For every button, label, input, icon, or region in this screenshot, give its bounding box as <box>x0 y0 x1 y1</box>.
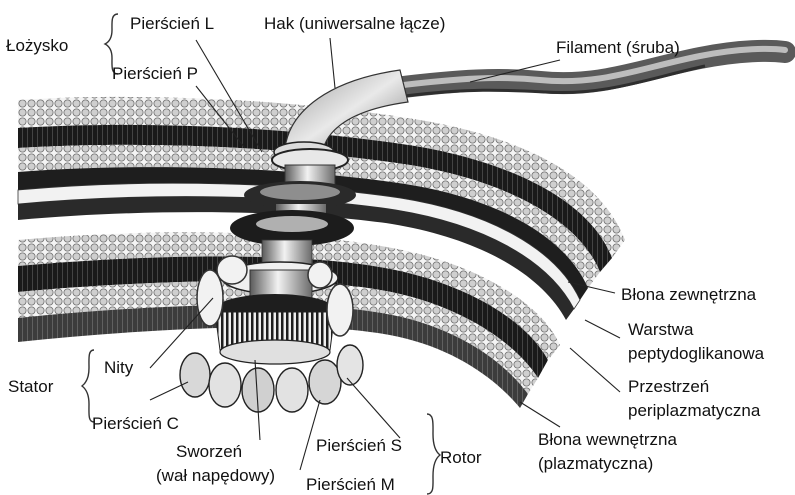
outer-membrane-label: Błona zewnętrzna <box>621 285 756 305</box>
rod-label-line2: (wał napędowy) <box>156 466 275 486</box>
l-ring-label: Pierścień L <box>130 14 214 34</box>
periplasm-label-line1: Przestrzeń <box>628 377 709 397</box>
inner-membrane-label-line2: (plazmatyczna) <box>538 454 653 474</box>
inner-membrane-label-line1: Błona wewnętrzna <box>538 430 677 450</box>
m-ring-label: Pierścień M <box>306 475 395 495</box>
periplasm-label-line2: periplazmatyczna <box>628 401 760 421</box>
rod-label-line1: Sworzeń <box>176 442 242 462</box>
c-ring-label: Pierścień C <box>92 414 179 434</box>
hook-label: Hak (uniwersalne łącze) <box>264 14 445 34</box>
s-ring-label: Pierścień S <box>316 436 402 456</box>
rotor-label: Rotor <box>440 448 482 468</box>
filament-label: Filament (śruba) <box>556 38 680 58</box>
p-ring-label: Pierścień P <box>112 64 198 84</box>
peptidoglycan-label-line2: peptydoglikanowa <box>628 344 764 364</box>
studs-label: Nity <box>104 358 133 378</box>
bearing-label: Łożysko <box>6 36 68 56</box>
stator-label: Stator <box>8 377 53 397</box>
peptidoglycan-label-line1: Warstwa <box>628 320 694 340</box>
motor-assembly <box>180 256 363 412</box>
